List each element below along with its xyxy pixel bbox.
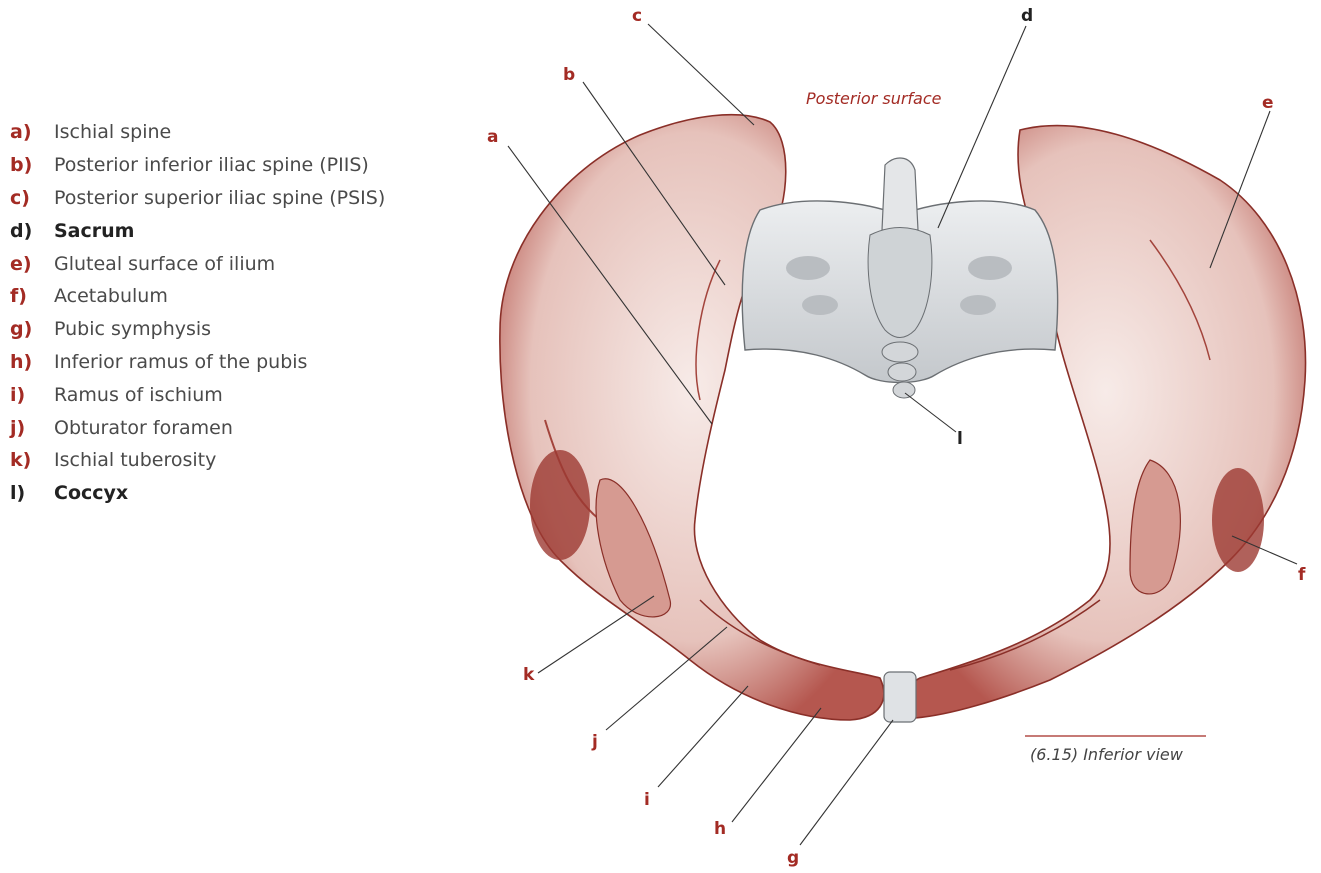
callout-a: a (487, 127, 498, 147)
posterior-surface-label: Posterior surface (806, 89, 942, 108)
callout-h: h (714, 819, 726, 839)
right-acetabulum (1212, 468, 1264, 572)
callout-f: f (1298, 565, 1306, 585)
callout-d: d (1021, 6, 1033, 26)
callout-b: b (563, 65, 575, 85)
callout-e: e (1262, 93, 1274, 113)
callout-g: g (787, 848, 799, 868)
left-acetabulum (530, 450, 590, 560)
callout-c: c (632, 6, 642, 26)
figure-caption: (6.15) Inferior view (1030, 745, 1184, 764)
pubic-symphysis-disc (884, 672, 916, 722)
callout-i: i (644, 790, 650, 810)
callout-l: l (957, 429, 963, 449)
callout-k: k (523, 665, 535, 685)
callout-j: j (591, 732, 598, 752)
